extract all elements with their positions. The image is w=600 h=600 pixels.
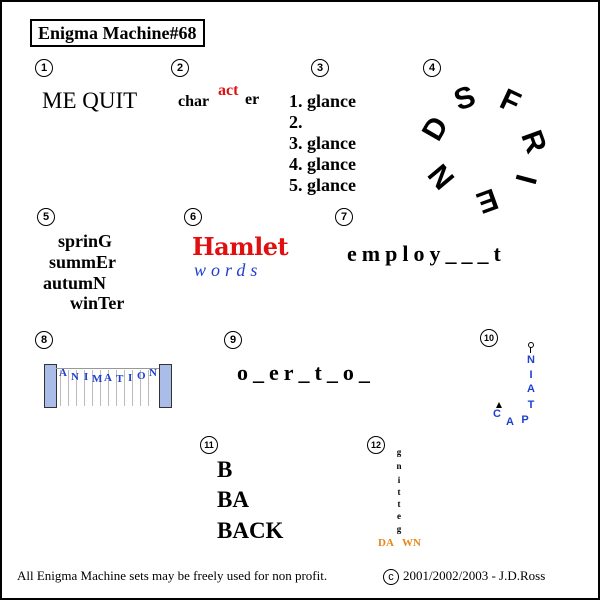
puzzle-5-line: winTer (70, 293, 125, 313)
puzzle-8-letter: A (59, 367, 67, 379)
pin-line (530, 347, 531, 353)
puzzle-12-letter: g (396, 524, 402, 534)
puzzle-12-letter: n (396, 461, 402, 471)
puzzle-5-line: autumN (43, 273, 107, 293)
puzzle-10-letter: N (527, 354, 535, 366)
puzzle-number-1: 1 (35, 59, 53, 77)
puzzle-4-letter: I (508, 170, 543, 188)
curtain-rail (56, 368, 159, 369)
puzzle-12-letter: i (397, 475, 401, 485)
curtain-strings (60, 370, 155, 406)
puzzle-number-12: 12 (367, 436, 385, 454)
footer-license: All Enigma Machine sets may be freely us… (17, 568, 328, 583)
puzzle-11-line: BACK (217, 518, 284, 543)
puzzle-3-line: 2. (289, 112, 303, 132)
footer-copyright-text: 2001/2002/2003 - J.D.Ross (403, 568, 546, 583)
puzzle-number-5: 5 (37, 208, 55, 226)
puzzle-8-curtain-stage: A N I M A T I O N (42, 364, 175, 410)
puzzle-8-letter: N (71, 371, 79, 383)
puzzle-4-letter: E (472, 181, 503, 220)
puzzle-4-letter: R (514, 125, 553, 158)
puzzle-10-figure: C A P T A I N (490, 338, 550, 430)
puzzle-4-letter: D (415, 111, 456, 147)
puzzle-3-line: 4. glance (289, 154, 356, 174)
puzzle-10-letter: I (529, 369, 533, 381)
puzzle-7-text: employ___t (347, 241, 506, 266)
puzzle-10-letter: A (527, 383, 535, 395)
puzzle-12-letter: g (396, 447, 402, 457)
puzzle-8-letter: O (137, 370, 146, 382)
puzzle-8-letter: A (104, 372, 112, 384)
left-curtain (44, 364, 57, 408)
puzzle-number-8: 8 (35, 331, 53, 349)
puzzle-10-letter: P (521, 414, 529, 426)
puzzle-12-da: DA (378, 537, 394, 549)
puzzle-8-letter: N (149, 367, 157, 379)
puzzle-6-hamlet: Hamlet (192, 232, 289, 261)
puzzle-8-letter: M (92, 373, 103, 385)
puzzle-6-words: words (194, 260, 263, 280)
puzzle-4-letter: S (449, 79, 480, 118)
puzzle-12-letter: t (397, 499, 401, 509)
puzzle-number-6: 6 (184, 208, 202, 226)
puzzle-8-letter: I (84, 371, 89, 383)
puzzle-number-9: 9 (224, 331, 242, 349)
sheet-title: Enigma Machine#68 (30, 19, 205, 47)
puzzle-4-letter: F (494, 82, 526, 121)
puzzle-number-4: 4 (423, 59, 441, 77)
puzzle-3-list: 1. glance 2. 3. glance 4. glance 5. glan… (289, 91, 356, 196)
puzzle-10-letter: C (493, 408, 501, 420)
puzzle-number-10: 10 (480, 329, 498, 347)
puzzle-2-er: er (245, 91, 260, 108)
puzzle-11-line: BA (217, 487, 249, 512)
puzzle-12-wn: WN (402, 537, 421, 549)
puzzle-4-letter: N (422, 157, 462, 196)
puzzle-3-line: 1. glance (289, 91, 356, 111)
puzzle-12-letter: e (397, 511, 401, 521)
puzzle-2-act: act (218, 82, 239, 99)
puzzle-3-line: 3. glance (289, 133, 356, 153)
puzzle-number-2: 2 (171, 59, 189, 77)
puzzle-number-7: 7 (335, 208, 353, 226)
puzzle-12-figure: g n i t t e g (390, 447, 430, 555)
puzzle-number-3: 3 (311, 59, 329, 77)
puzzle-1-text: ME QUIT (42, 88, 138, 113)
puzzle-10-letter: T (527, 399, 535, 411)
puzzle-10-letter: A (506, 416, 514, 428)
right-curtain (159, 364, 172, 408)
puzzle-5-line: summEr (49, 252, 116, 272)
puzzle-3-line: 5. glance (289, 175, 356, 195)
puzzle-9-text: o_er_t_o_ (237, 360, 375, 385)
puzzle-5-line: sprinG (58, 231, 113, 251)
copyright-icon: c (383, 569, 399, 585)
pin-icon (528, 342, 534, 348)
puzzle-12-letter: t (397, 487, 401, 497)
arrow-up-icon (496, 402, 502, 408)
puzzle-2-char: char (178, 93, 210, 110)
puzzle-8-letter: T (116, 373, 124, 385)
footer-copyright: c 2001/2002/2003 - J.D.Ross (383, 568, 545, 585)
puzzle-8-letter: I (128, 372, 133, 384)
puzzle-number-11: 11 (200, 436, 218, 454)
puzzle-11-line: B (217, 457, 233, 482)
